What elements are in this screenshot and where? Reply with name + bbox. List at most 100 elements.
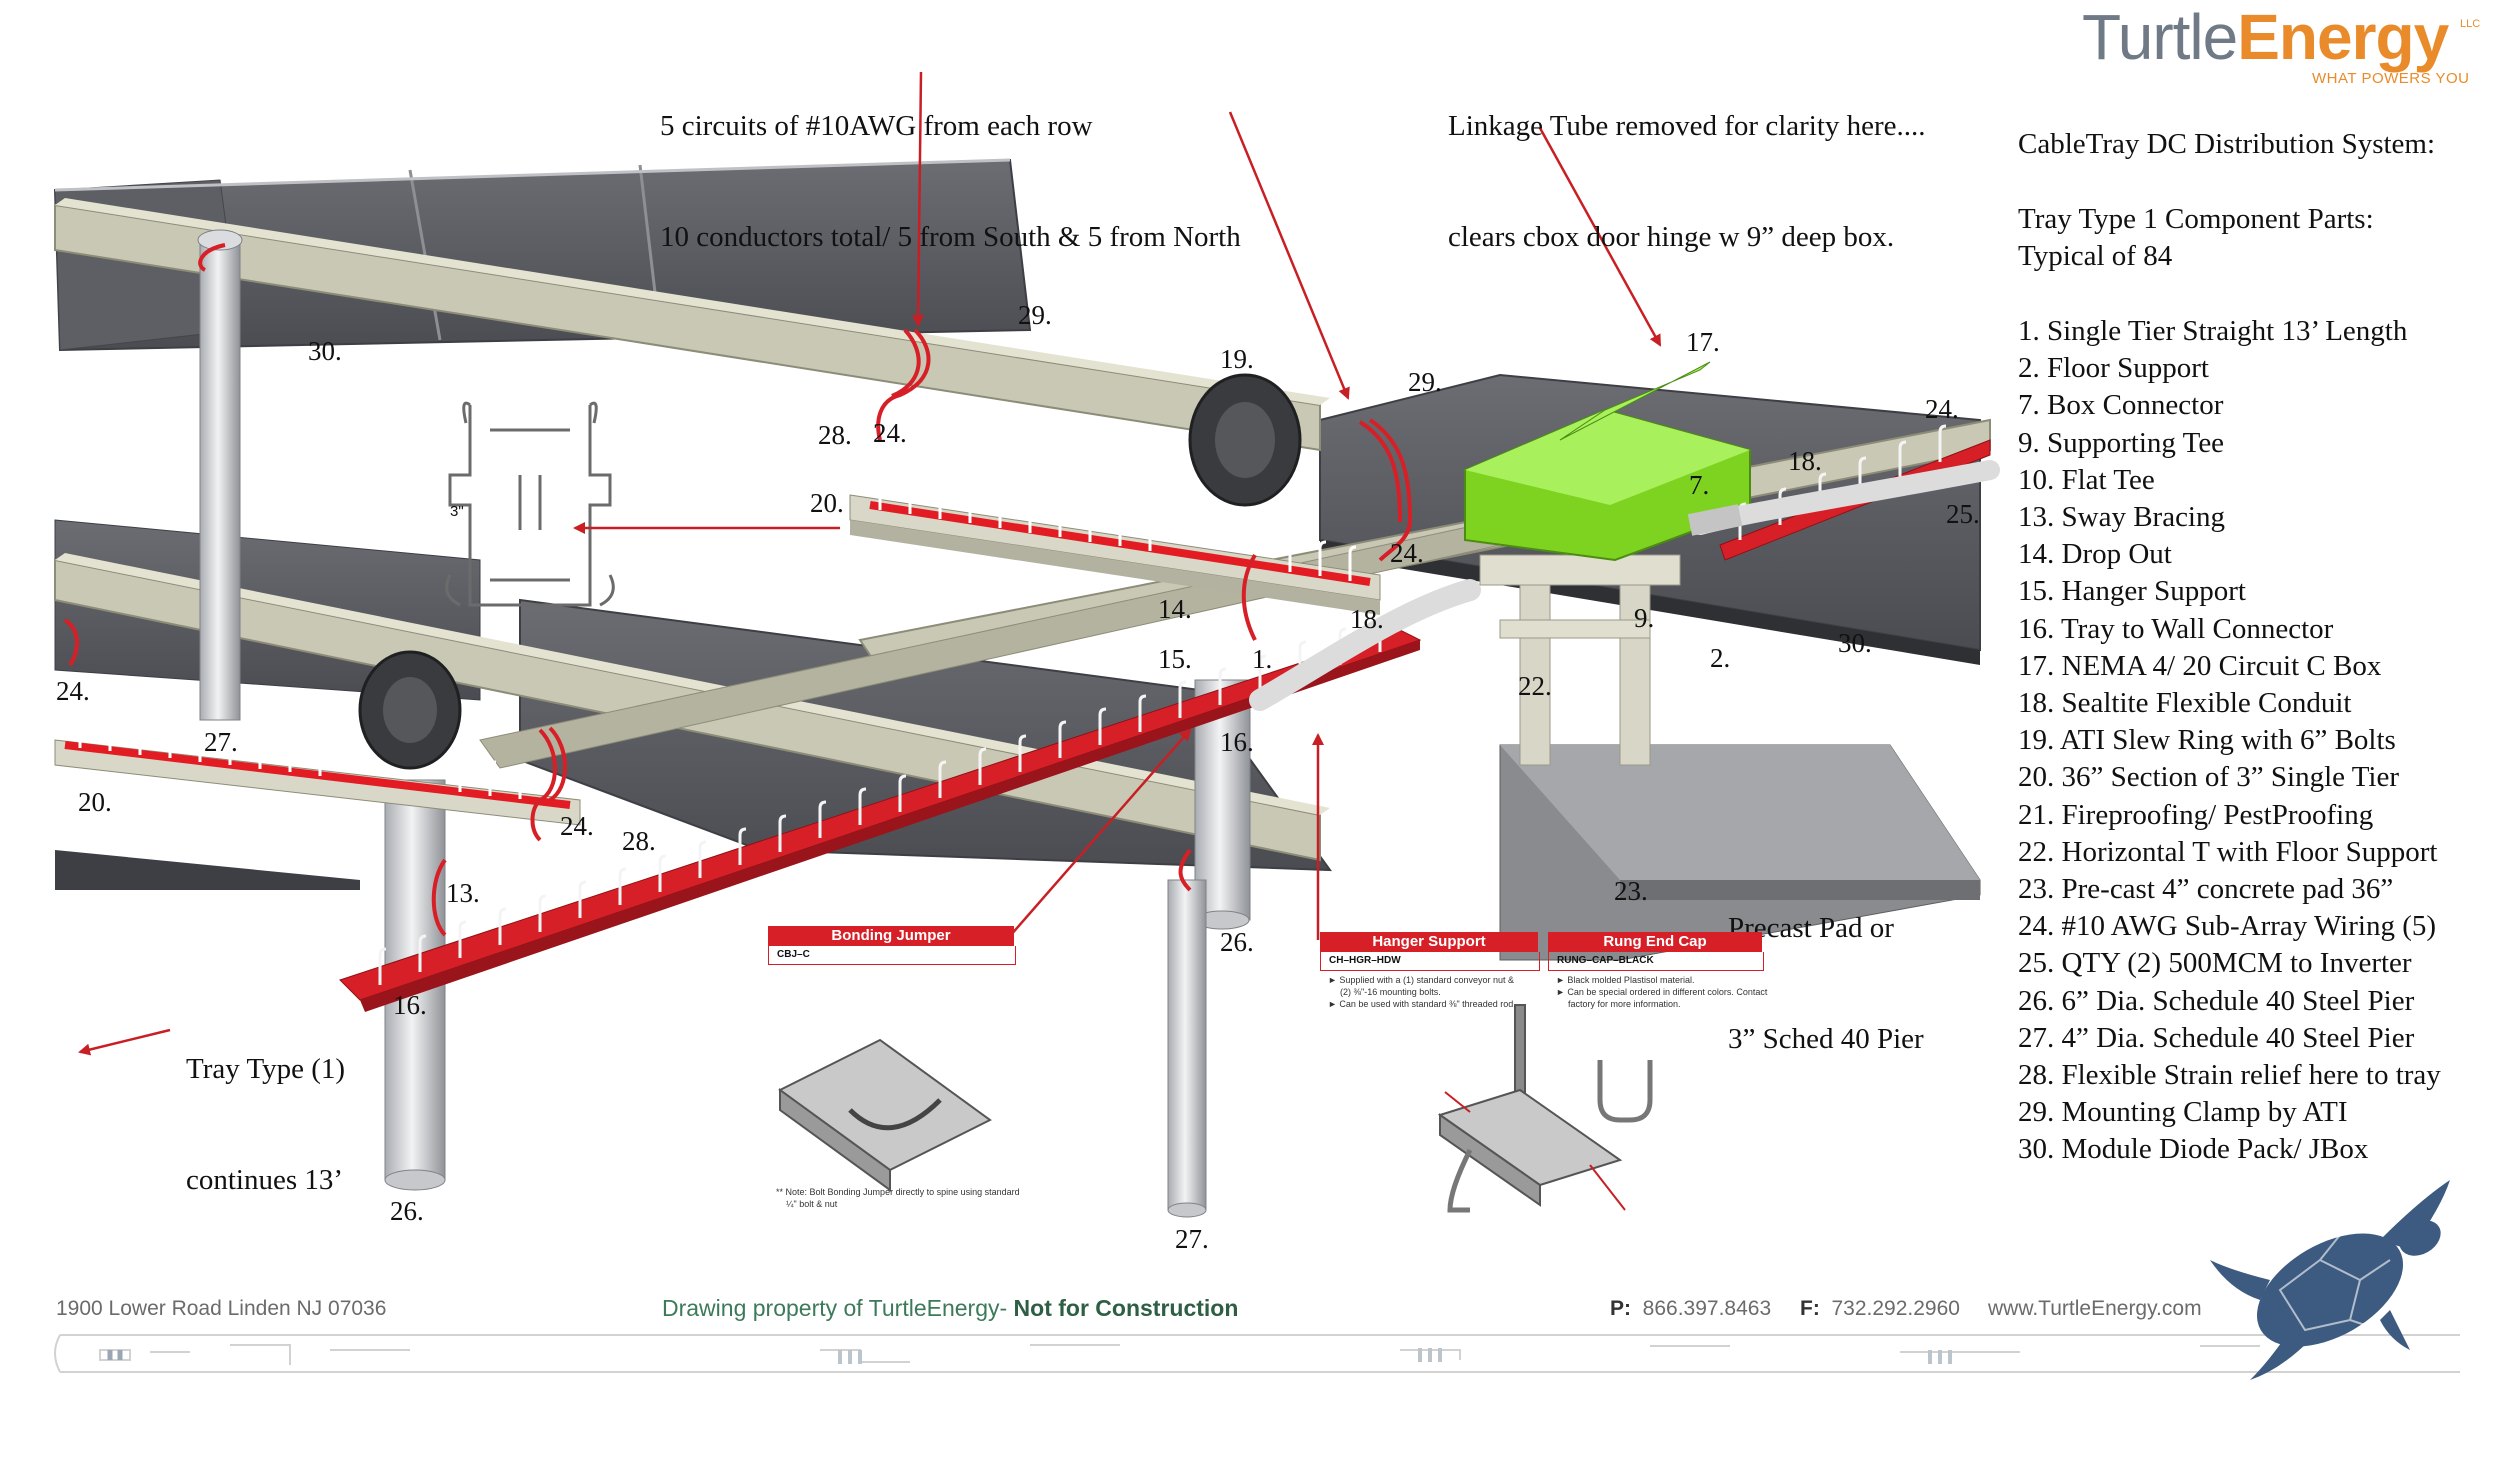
company-logo: TurtleEnergy LLC bbox=[2082, 0, 2480, 74]
label-27: 27. bbox=[204, 727, 238, 757]
footer-property-text: Drawing property of TurtleEnergy- bbox=[662, 1295, 1014, 1321]
sub-array-wiring bbox=[63, 243, 1413, 937]
hanger-support-notes: ► Supplied with a (1) standard conveyor … bbox=[1328, 974, 1516, 1010]
logo-tagline: WHAT POWERS YOU bbox=[2312, 70, 2470, 87]
circuits-callout-line1: 5 circuits of #10AWG from each row bbox=[660, 110, 1093, 142]
fax-number: 732.292.2960 bbox=[1831, 1297, 1960, 1320]
hanger-support-code: CH–HGR–HDW bbox=[1320, 952, 1540, 971]
label-25: 25. bbox=[1946, 499, 1980, 529]
part-item: 22. Horizontal T with Floor Support bbox=[2018, 835, 2438, 868]
bonding-jumper-note: ** Note: Bolt Bonding Jumper directly to… bbox=[776, 1186, 1020, 1210]
label-9: 9. bbox=[1634, 603, 1655, 633]
label-29: 29. bbox=[1408, 367, 1442, 397]
linkage-callout: Linkage Tube removed for clarity here...… bbox=[1448, 34, 1926, 293]
label-15: 15. bbox=[1158, 644, 1192, 674]
bonding-note-line1: ** Note: Bolt Bonding Jumper directly to… bbox=[776, 1187, 1020, 1197]
linkage-callout-line1: Linkage Tube removed for clarity here...… bbox=[1448, 110, 1926, 142]
part-item: 10. Flat Tee bbox=[2018, 463, 2155, 496]
footer-property: Drawing property of TurtleEnergy- Not fo… bbox=[662, 1295, 1238, 1322]
parts-heading: CableTray DC Distribution System: bbox=[2018, 128, 2436, 160]
part-item: 19. ATI Slew Ring with 6” Bolts bbox=[2018, 724, 2396, 757]
label-20: 20. bbox=[810, 488, 844, 518]
part-item: 28. Flexible Strain relief here to tray bbox=[2018, 1059, 2441, 1092]
label-30: 30. bbox=[308, 336, 342, 366]
label-23: 23. bbox=[1614, 876, 1648, 906]
part-item: 2. Floor Support bbox=[2018, 352, 2209, 385]
hanger-note-line3: ► Can be used with standard ⅜" threaded … bbox=[1328, 999, 1516, 1009]
part-item: 24. #10 AWG Sub-Array Wiring (5) bbox=[2018, 910, 2437, 943]
continues-callout-line2: continues 13’ bbox=[186, 1164, 344, 1196]
label-13: 13. bbox=[446, 878, 480, 908]
floor-support-pad bbox=[1479, 554, 1981, 961]
part-item: 20. 36” Section of 3” Single Tier bbox=[2018, 761, 2400, 794]
part-item: 25. QTY (2) 500MCM to Inverter bbox=[2018, 947, 2412, 980]
part-item: 26. 6” Dia. Schedule 40 Steel Pier bbox=[2018, 984, 2415, 1017]
rung-note-line1: ► Black molded Plastisol material. bbox=[1556, 975, 1695, 985]
part-item: 1. Single Tier Straight 13’ Length bbox=[2018, 315, 2408, 347]
hanger-support-illustration bbox=[1437, 1004, 1653, 1213]
rung-end-cap-notes: ► Black molded Plastisol material. ► Can… bbox=[1556, 974, 1767, 1010]
label-28: 28. bbox=[622, 826, 656, 856]
footer-website[interactable]: www.TurtleEnergy.com bbox=[1988, 1297, 2202, 1320]
phone-number: 866.397.8463 bbox=[1642, 1297, 1772, 1320]
label-30: 30. bbox=[1838, 628, 1872, 658]
part-item: 13. Sway Bracing bbox=[2018, 501, 2225, 534]
precast-callout-line2: 3” Sched 40 Pier bbox=[1728, 1023, 1924, 1055]
left-cable-tray bbox=[54, 712, 581, 826]
label-1: 1. bbox=[1252, 644, 1273, 674]
rung-end-cap-title: Rung End Cap bbox=[1548, 932, 1762, 952]
rung-end-cap-code: RUNG–CAP–BLACK bbox=[1548, 952, 1764, 971]
label-20: 20. bbox=[78, 787, 112, 817]
main-diagonal-tray bbox=[339, 424, 1991, 1012]
label-26: 26. bbox=[390, 1196, 424, 1226]
circuits-callout: 5 circuits of #10AWG from each row 10 co… bbox=[660, 34, 1241, 293]
linkage-callout-line2: clears cbox door hinge w 9” deep box. bbox=[1448, 221, 1895, 253]
label-16: 16. bbox=[1220, 727, 1254, 757]
part-item: 21. Fireproofing/ PestProofing bbox=[2018, 798, 2374, 831]
part-item: 9. Supporting Tee bbox=[2018, 426, 2225, 459]
circuits-callout-line2: 10 conductors total/ 5 from South & 5 fr… bbox=[660, 221, 1241, 253]
label-16: 16. bbox=[393, 990, 427, 1020]
parts-subheading-1: Tray Type 1 Component Parts: bbox=[2018, 203, 2374, 235]
logo-llc: LLC bbox=[2460, 18, 2481, 30]
logo-energy-text: Energy bbox=[2237, 1, 2449, 73]
part-item: 16. Tray to Wall Connector bbox=[2018, 612, 2334, 645]
part-item: 29. Mounting Clamp by ATI bbox=[2018, 1096, 2348, 1129]
label-19: 19. bbox=[1220, 344, 1254, 374]
continues-callout-line1: Tray Type (1) bbox=[186, 1053, 346, 1085]
bonding-note-line2: ¼" bolt & nut bbox=[786, 1199, 838, 1209]
label-29: 29. bbox=[1018, 300, 1052, 330]
part-item: 15. Hanger Support bbox=[2018, 575, 2246, 608]
profile-dimension: 3" bbox=[450, 503, 464, 520]
rung-note-line2: ► Can be special ordered in different co… bbox=[1556, 987, 1768, 997]
label-24: 24. bbox=[873, 418, 907, 448]
nema-c-box bbox=[1464, 361, 1751, 562]
continues-callout: Tray Type (1) continues 13’ bbox=[186, 977, 345, 1236]
label-24: 24. bbox=[1390, 538, 1424, 568]
label-27: 27. bbox=[1175, 1224, 1209, 1254]
parts-list: 1. Single Tier Straight 13’ Length 2. Fl… bbox=[2018, 313, 2441, 1169]
bonding-jumper-illustration bbox=[778, 1038, 992, 1192]
slew-rings bbox=[358, 373, 1302, 770]
label-24: 24. bbox=[56, 676, 90, 706]
callout-arrows bbox=[78, 71, 1662, 1056]
hanger-support-title: Hanger Support bbox=[1320, 932, 1538, 952]
hanger-note-line2: (2) ⅜"-16 mounting bolts. bbox=[1340, 987, 1441, 997]
label-18: 18. bbox=[1788, 446, 1822, 476]
label-14: 14. bbox=[1158, 594, 1192, 624]
logo-turtle-text: Turtle bbox=[2082, 1, 2238, 73]
part-item: 30. Module Diode Pack/ JBox bbox=[2018, 1133, 2369, 1166]
rung-note-line3: factory for more information. bbox=[1568, 999, 1681, 1009]
sealtite-conduits bbox=[1249, 460, 2000, 711]
part-item: 18. Sealtite Flexible Conduit bbox=[2018, 687, 2352, 720]
label-28: 28. bbox=[818, 420, 852, 450]
label-18: 18. bbox=[1350, 604, 1384, 634]
label-17: 17. bbox=[1686, 327, 1720, 357]
footer-address: 1900 Lower Road Linden NJ 07036 bbox=[56, 1297, 387, 1320]
label-22: 22. bbox=[1518, 671, 1552, 701]
label-2: 2. bbox=[1710, 643, 1731, 673]
bonding-jumper-code: CBJ–C bbox=[768, 946, 1016, 965]
part-item: 17. NEMA 4/ 20 Circuit C Box bbox=[2018, 649, 2382, 682]
label-24: 24. bbox=[1925, 394, 1959, 424]
